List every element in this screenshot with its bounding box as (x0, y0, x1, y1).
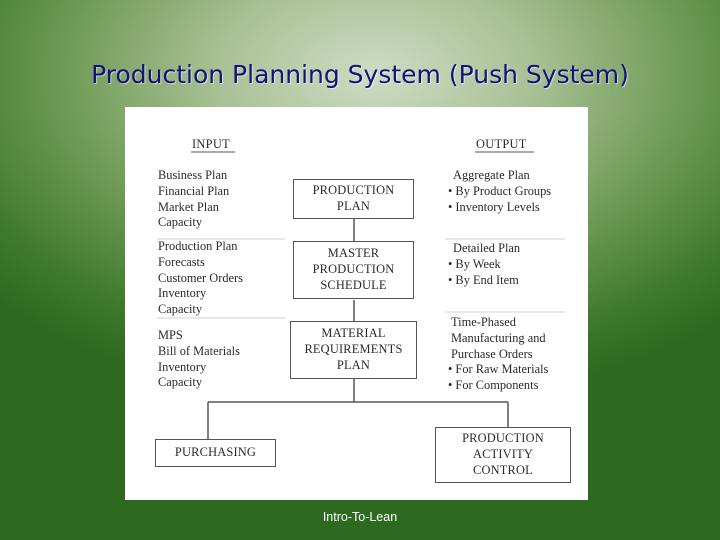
box-label: PRODUCTION (312, 262, 395, 277)
box-label: CONTROL (473, 462, 533, 477)
box-label: PLAN (336, 199, 371, 213)
box-label: PURCHASING (174, 445, 257, 460)
input-item: MPS (158, 328, 183, 342)
production-plan-box: PRODUCTION PLAN (293, 179, 414, 219)
input-item: Inventory (158, 359, 207, 374)
output-bullet: • By Week (448, 256, 501, 271)
input-item: Forecasts (158, 254, 205, 269)
input-item: Inventory (158, 286, 207, 301)
input-item: Market Plan (158, 199, 219, 214)
input-item: Capacity (158, 302, 203, 317)
box-label: MATERIAL (321, 326, 386, 341)
output-line: Time-Phased (451, 315, 516, 329)
output-line: Purchase Orders (451, 346, 533, 361)
output-line: Detailed Plan (453, 241, 521, 255)
output-line: Aggregate Plan (453, 168, 530, 182)
input-item: Capacity (158, 375, 203, 390)
output-header: OUTPUT (476, 137, 527, 151)
slide-title: Production Planning System (Push System) (91, 60, 629, 89)
box-label: PLAN (336, 357, 371, 372)
output-bullet: • Inventory Levels (448, 199, 540, 214)
box-label: PRODUCTION (312, 183, 395, 198)
input-item: Financial Plan (158, 183, 230, 198)
input-item: Capacity (158, 215, 203, 230)
master-production-schedule-box: MASTER PRODUCTION SCHEDULE (293, 241, 414, 299)
box-label: REQUIREMENTS (304, 342, 403, 357)
box-label: MASTER (327, 246, 380, 261)
output-bullet: • By End Item (448, 272, 519, 287)
diagram-panel: INPUT OUTPUT Business Plan Financial Pla… (125, 107, 588, 500)
output-group-2: Detailed Plan • By Week • By End Item (448, 241, 520, 288)
purchasing-box: PURCHASING (155, 439, 276, 467)
slide-footer: Intro-To-Lean (322, 510, 398, 524)
input-item: Production Plan (158, 239, 238, 253)
output-group-3: Time-Phased Manufacturing and Purchase O… (448, 315, 548, 394)
output-bullet: • By Product Groups (448, 183, 552, 198)
output-bullet: • For Components (448, 378, 539, 393)
box-label: PRODUCTION (462, 431, 544, 446)
input-group-2: Production Plan Forecasts Customer Order… (158, 239, 243, 318)
output-bullet: • For Raw Materials (448, 362, 549, 377)
input-item: Bill of Materials (158, 343, 240, 358)
box-label: ACTIVITY (472, 447, 534, 462)
output-group-1: Aggregate Plan • By Product Groups • Inv… (448, 168, 551, 215)
production-activity-control-box: PRODUCTION ACTIVITY CONTROL (435, 427, 571, 483)
input-header: INPUT (192, 137, 230, 151)
material-requirements-plan-box: MATERIAL REQUIREMENTS PLAN (290, 321, 417, 379)
input-group-3: MPS Bill of Materials Inventory Capacity (158, 328, 240, 391)
box-label: SCHEDULE (320, 277, 387, 292)
input-item: Business Plan (158, 168, 228, 182)
output-line: Manufacturing and (451, 330, 546, 345)
input-group-1: Business Plan Financial Plan Market Plan… (158, 168, 229, 231)
diagram-connectors (157, 151, 565, 439)
input-item: Customer Orders (158, 270, 243, 285)
